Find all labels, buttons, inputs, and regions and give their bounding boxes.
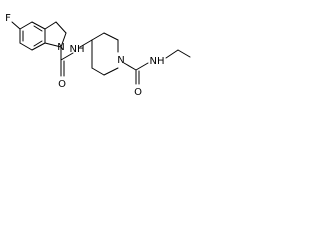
- structure-diagram: F N NH O N O NH: [0, 0, 196, 115]
- piperidine-ring: [91, 32, 119, 76]
- molecule-drawing: F N NH O N O NH: [5, 13, 191, 98]
- piperidine-nitrogen-label: N: [117, 55, 124, 66]
- n-c-bond-2: [123, 62, 137, 71]
- c-f-bond: [11, 21, 21, 30]
- ethyl-nh-label: NH: [150, 56, 165, 67]
- benzene-ring: [19, 21, 46, 51]
- indoline-nitrogen-label: N: [57, 42, 64, 53]
- amide-bond-1: [60, 52, 74, 61]
- carbonyl-oxygen-label-1: O: [58, 79, 66, 90]
- fluorine-label: F: [5, 13, 11, 24]
- ethyl-bond-2: [177, 49, 191, 58]
- nh-c4-bond: [79, 39, 93, 48]
- carbonyl-oxygen-label-2: O: [134, 87, 142, 98]
- ethyl-bond-1: [165, 49, 179, 59]
- amide-bond-2: [135, 62, 149, 71]
- amide-nh-label: NH: [70, 44, 85, 55]
- pyrrolidine-ring: [44, 21, 67, 48]
